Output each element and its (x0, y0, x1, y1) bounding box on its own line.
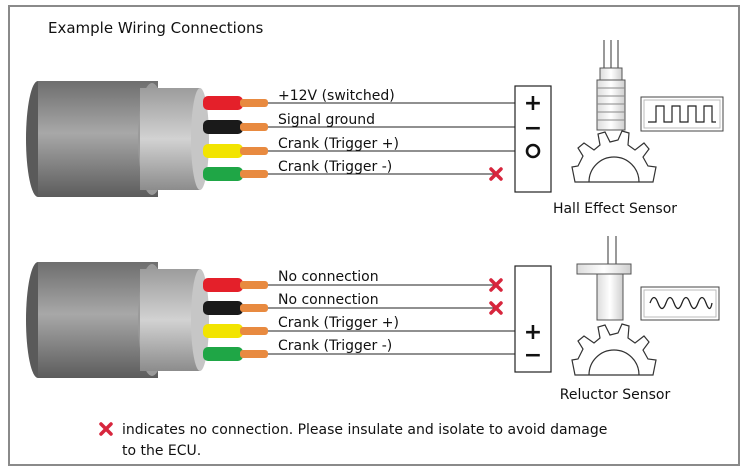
hall-waveform-icon (640, 96, 724, 132)
reluctor-no-connection-mark-1 (489, 278, 503, 292)
reluctor-cable (26, 262, 209, 378)
hall-label-1: +12V (switched) (278, 88, 395, 104)
hall-wire-4 (203, 167, 268, 181)
footnote-line-2: to the ECU. (122, 443, 201, 459)
hall-label-3: Crank (Trigger +) (278, 136, 399, 152)
reluctor-label-4: Crank (Trigger -) (278, 338, 392, 354)
reluctor-sensor-icon (576, 236, 632, 321)
footnote-line-1: indicates no connection. Please insulate… (122, 422, 607, 438)
reluctor-terminal-minus: − (524, 343, 542, 368)
reluctor-trigger-wheel-icon (571, 323, 657, 376)
reluctor-label-3: Crank (Trigger +) (278, 315, 399, 331)
hall-label-2: Signal ground (278, 112, 375, 128)
reluctor-terminal-plus: + (524, 320, 542, 345)
hall-terminal-minus: − (524, 116, 542, 141)
hall-sensor-icon (596, 40, 626, 131)
footnote-x-icon (99, 422, 113, 436)
hall-cable (26, 81, 209, 197)
reluctor-no-connection-mark-2 (489, 301, 503, 315)
hall-terminal-plus: + (524, 91, 542, 116)
hall-connector: + − (514, 85, 552, 193)
reluctor-label-1: No connection (278, 269, 379, 285)
hall-wire-3 (203, 144, 268, 158)
hall-leader-lines (268, 102, 515, 175)
diagram-title: Example Wiring Connections (48, 19, 264, 37)
reluctor-wire-4 (203, 347, 268, 361)
reluctor-label-2: No connection (278, 292, 379, 308)
hall-label-4: Crank (Trigger -) (278, 159, 392, 175)
hall-no-connection-mark (489, 167, 503, 181)
hall-terminal-signal (525, 143, 541, 159)
reluctor-wire-2 (203, 301, 268, 315)
hall-trigger-wheel-icon (571, 130, 657, 183)
reluctor-waveform-icon (640, 286, 720, 321)
hall-wire-2 (203, 120, 268, 134)
reluctor-wire-3 (203, 324, 268, 338)
reluctor-connector: + − (514, 265, 552, 373)
reluctor-wire-1 (203, 278, 268, 292)
reluctor-leader-lines (268, 284, 515, 355)
hall-wire-1 (203, 96, 268, 110)
hall-sensor-label: Hall Effect Sensor (553, 201, 677, 217)
reluctor-sensor-label: Reluctor Sensor (560, 387, 671, 403)
